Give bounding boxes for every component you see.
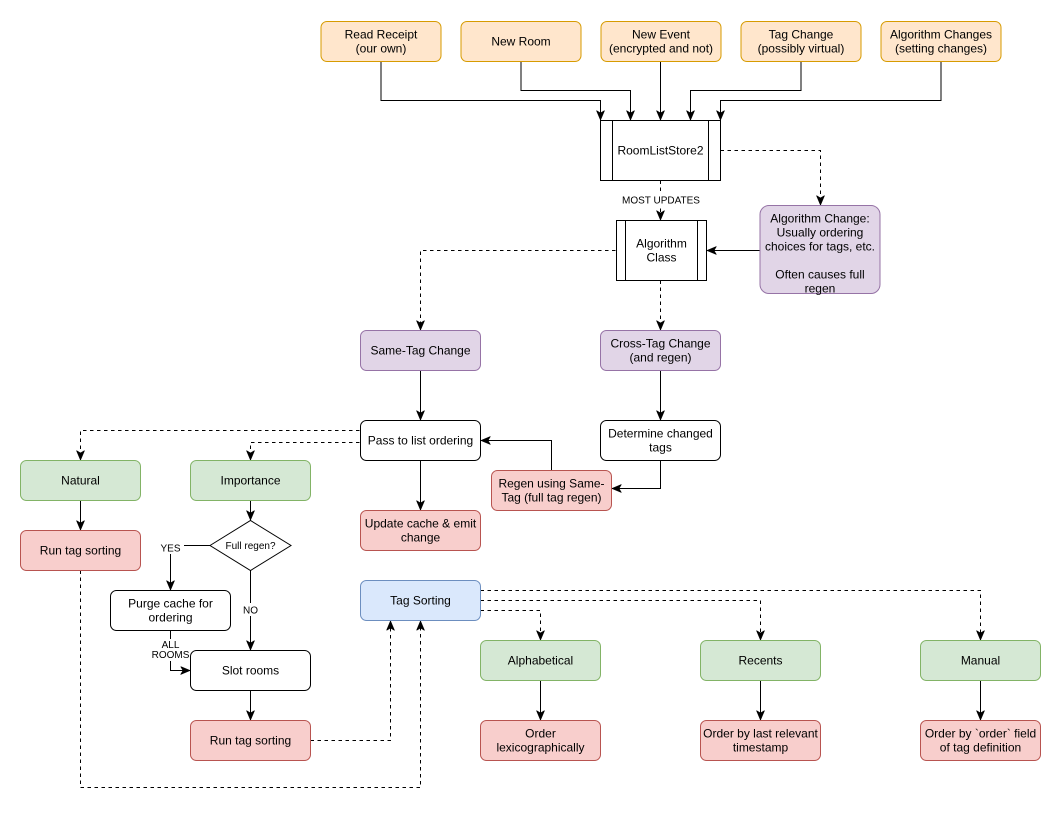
svg-text:(setting changes): (setting changes) — [895, 42, 987, 56]
svg-text:Cross-Tag Change: Cross-Tag Change — [610, 337, 710, 351]
svg-text:Update cache & emit: Update cache & emit — [365, 517, 477, 531]
svg-text:change: change — [401, 531, 441, 545]
svg-text:Algorithm Change:: Algorithm Change: — [770, 212, 869, 226]
svg-text:Often causes full: Often causes full — [775, 268, 864, 282]
svg-text:Importance: Importance — [220, 474, 280, 488]
svg-text:(possibly virtual): (possibly virtual) — [758, 42, 845, 56]
svg-text:tags: tags — [649, 441, 672, 455]
svg-text:lexicographically: lexicographically — [496, 741, 584, 755]
svg-text:Order: Order — [525, 727, 556, 741]
svg-text:Manual: Manual — [961, 654, 1000, 668]
svg-text:Pass to list ordering: Pass to list ordering — [368, 434, 473, 448]
svg-text:Usually ordering: Usually ordering — [777, 226, 864, 240]
svg-text:ROOMS: ROOMS — [152, 650, 190, 661]
svg-text:of tag definition: of tag definition — [940, 741, 1021, 755]
svg-text:regen: regen — [805, 282, 836, 296]
svg-text:MOST UPDATES: MOST UPDATES — [622, 196, 700, 207]
svg-text:Run tag sorting: Run tag sorting — [210, 734, 291, 748]
svg-text:(encrypted and not): (encrypted and not) — [609, 42, 713, 56]
svg-text:(our own): (our own) — [356, 42, 407, 56]
svg-text:Regen using Same-: Regen using Same- — [498, 477, 604, 491]
svg-text:Same-Tag Change: Same-Tag Change — [370, 344, 470, 358]
svg-text:New Room: New Room — [491, 35, 550, 49]
svg-text:timestamp: timestamp — [733, 741, 789, 755]
svg-text:Tag Sorting: Tag Sorting — [390, 594, 451, 608]
svg-text:Recents: Recents — [738, 654, 782, 668]
svg-text:Algorithm: Algorithm — [636, 237, 687, 251]
svg-text:Tag Change: Tag Change — [769, 28, 834, 42]
svg-text:ALL: ALL — [162, 640, 180, 651]
svg-text:Order by last relevant: Order by last relevant — [703, 727, 818, 741]
svg-text:Purge cache for: Purge cache for — [128, 597, 213, 611]
svg-text:NO: NO — [243, 606, 258, 617]
svg-text:(and regen): (and regen) — [629, 351, 691, 365]
svg-text:choices for tags, etc.: choices for tags, etc. — [765, 240, 875, 254]
svg-text:Full regen?: Full regen? — [225, 541, 275, 552]
svg-text:RoomListStore2: RoomListStore2 — [617, 144, 703, 158]
svg-text:Run tag sorting: Run tag sorting — [40, 544, 121, 558]
svg-text:Determine changed: Determine changed — [608, 427, 713, 441]
svg-text:Slot rooms: Slot rooms — [222, 664, 279, 678]
svg-text:Natural: Natural — [61, 474, 100, 488]
svg-text:Order by `order` field: Order by `order` field — [925, 727, 1036, 741]
svg-text:Tag (full tag regen): Tag (full tag regen) — [501, 491, 601, 505]
svg-text:Alphabetical: Alphabetical — [508, 654, 573, 668]
svg-text:Read Receipt: Read Receipt — [345, 28, 418, 42]
svg-text:Algorithm Changes: Algorithm Changes — [890, 28, 992, 42]
svg-text:YES: YES — [160, 544, 180, 555]
svg-text:ordering: ordering — [148, 611, 192, 625]
svg-text:New Event: New Event — [632, 28, 691, 42]
svg-text:Class: Class — [646, 251, 676, 265]
